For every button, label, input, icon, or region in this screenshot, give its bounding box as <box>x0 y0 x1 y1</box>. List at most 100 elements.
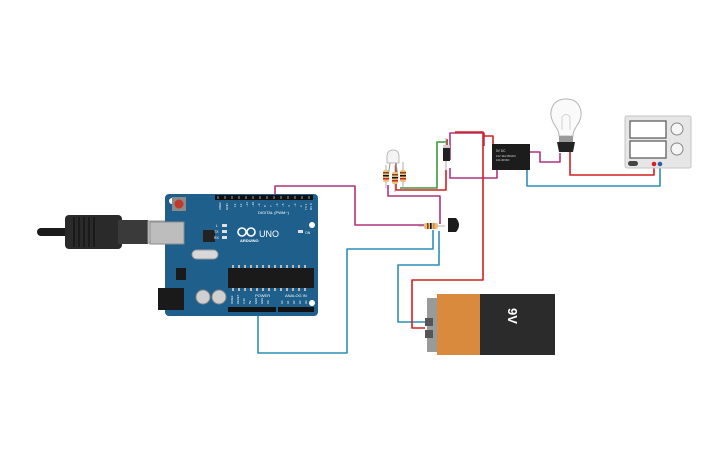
resistor-icon <box>392 165 398 192</box>
atmega-microcontroller <box>228 268 314 288</box>
pin-label: 12 <box>239 203 243 207</box>
wire-blue-relay-to-supply[interactable] <box>526 165 661 187</box>
power-jack[interactable] <box>158 288 184 310</box>
wire-magenta-relay-to-lamp[interactable] <box>528 151 561 163</box>
pin-label: 5V <box>248 300 252 304</box>
arduino-logo-icon <box>237 227 256 237</box>
led-on-label: ON <box>305 231 311 235</box>
digital-header-label: DIGITAL (PWM~) <box>258 210 290 215</box>
resistor-band <box>433 223 435 229</box>
battery-terminal-negative <box>425 330 433 338</box>
diode-band <box>443 145 450 148</box>
led-l-label: L <box>216 224 218 228</box>
gnd-label: GND <box>225 203 229 211</box>
led-l <box>222 224 227 227</box>
pin-label: A1 <box>286 300 290 304</box>
board-usb-port <box>149 221 185 245</box>
led-rx-label: RX <box>214 236 220 240</box>
pin-label: Vin <box>266 300 270 304</box>
led-on <box>298 230 303 233</box>
analog-pin-labels: A0 A1 A2 A3 A4 A5 <box>280 300 314 304</box>
diode-component[interactable] <box>443 138 450 170</box>
pin-label: RX 0 <box>309 203 313 210</box>
pin-label: IOREF <box>230 295 234 304</box>
digital-header-pins <box>217 196 310 199</box>
usb-interface-chip <box>203 230 215 242</box>
battery-black-section <box>480 294 555 355</box>
analog-header[interactable] <box>278 307 314 312</box>
supply-current-knob[interactable] <box>670 142 684 156</box>
power-pin-labels: IOREF RESET 3.3V 5V GND GND Vin <box>230 294 270 304</box>
relay-text-line2: 12V 10A 250VAC <box>496 154 516 158</box>
battery-9v-component[interactable]: 9V <box>425 294 555 355</box>
capacitor <box>195 289 211 305</box>
pin-label: 4 <box>287 205 291 207</box>
aref-label: AREF <box>218 202 222 210</box>
resistor-icon <box>383 165 389 188</box>
digital-header[interactable] <box>215 195 313 200</box>
lamp-socket <box>557 142 575 152</box>
wires <box>257 131 661 354</box>
supply-switch[interactable] <box>628 161 638 166</box>
pin-label: GND <box>254 298 258 304</box>
pin-label: 7 <box>269 205 273 207</box>
transistor-component[interactable] <box>448 218 459 232</box>
pin-label: ~10 <box>251 202 255 207</box>
led-tx-label: TX <box>214 230 219 234</box>
pin-label: ~6 <box>275 203 279 207</box>
wire-magenta-top-loop[interactable] <box>449 132 485 160</box>
chip-pins <box>232 265 306 291</box>
supply-terminal-negative[interactable] <box>657 161 663 167</box>
power-supply-component[interactable] <box>624 115 692 169</box>
power-header-label: POWER <box>255 293 270 298</box>
pin-label: GND <box>260 298 264 304</box>
led-tx <box>222 230 227 233</box>
pin-label: A0 <box>280 300 284 304</box>
battery-voltage-label: 9V <box>505 308 520 324</box>
usb-grip-ridges <box>73 217 95 247</box>
pin-label: 13 <box>233 203 237 207</box>
pin-label: ~9 <box>257 203 261 207</box>
led-rx <box>222 236 227 239</box>
wire-blue-transistor-to-battery[interactable] <box>397 231 440 323</box>
lamp-component[interactable] <box>550 98 582 152</box>
resistor-band <box>430 223 432 229</box>
relay-text-line1: 5V DC <box>496 149 506 153</box>
analog-header-label: ANALOG IN <box>285 293 307 298</box>
base-resistor[interactable] <box>418 223 445 229</box>
wire-red-battery-to-relay[interactable] <box>411 131 484 329</box>
lamp-base <box>559 136 573 142</box>
pin-label: 3.3V <box>242 298 246 304</box>
usb-connector-neck <box>118 220 148 244</box>
wire-green-diode-to-relay[interactable] <box>400 141 448 189</box>
digital-pin-labels: 13 12 ~11 ~10 ~9 8 7 ~6 ~5 4 ~3 2 TX 1 R… <box>233 202 313 210</box>
supply-terminal-positive[interactable] <box>651 161 657 167</box>
reset-button[interactable] <box>174 199 184 209</box>
pin-label: RESET <box>236 294 240 304</box>
crystal-oscillator <box>191 249 219 260</box>
led-resistor-cluster[interactable] <box>383 149 406 192</box>
arduino-uno-board[interactable]: ARDUINO UNO DIGITAL (PWM~) POWER ANALOG … <box>149 194 318 316</box>
pin-label: A4 <box>304 300 308 304</box>
pin-label: A3 <box>298 300 302 304</box>
pin-label: A2 <box>292 300 296 304</box>
wire-magenta-pin-to-resistor[interactable] <box>274 185 425 226</box>
battery-orange-section <box>437 294 482 355</box>
wire-blue-gnd-to-transistor[interactable] <box>257 230 434 354</box>
relay-body <box>492 144 530 170</box>
supply-voltage-knob[interactable] <box>670 122 684 136</box>
pin-label: A5 <box>310 300 314 304</box>
transistor-body <box>448 218 459 232</box>
arduino-model-label: UNO <box>259 229 279 239</box>
wire-red-lamp-to-supply[interactable] <box>569 150 655 176</box>
battery-terminal-positive <box>425 318 433 326</box>
wire-magenta-transistor-to-relay[interactable] <box>387 185 441 224</box>
wire-magenta-relay-left[interactable] <box>449 150 498 179</box>
lamp-bulb <box>550 98 582 137</box>
voltage-regulator <box>176 268 186 280</box>
power-header[interactable] <box>228 307 276 312</box>
pin-label: ~5 <box>281 203 285 207</box>
relay-component[interactable]: 5V DC 12V 10A 250VAC 10A 30VDC <box>492 144 530 170</box>
resistor-band <box>427 223 429 229</box>
